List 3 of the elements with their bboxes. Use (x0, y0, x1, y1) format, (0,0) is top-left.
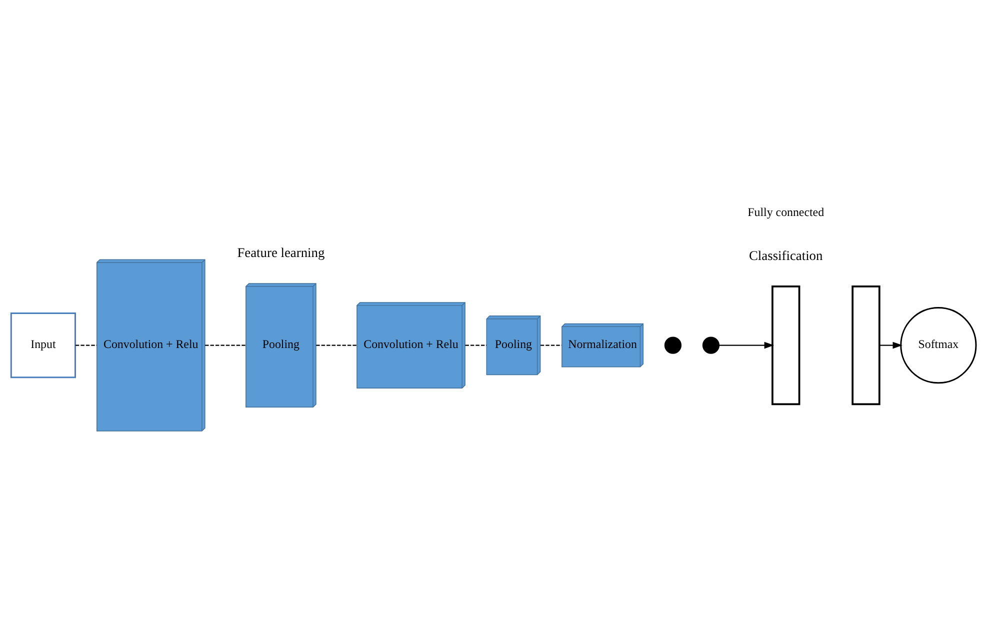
label: Feature learning (237, 244, 325, 260)
label: Classification (749, 247, 823, 262)
label: Fully connected (748, 204, 824, 219)
